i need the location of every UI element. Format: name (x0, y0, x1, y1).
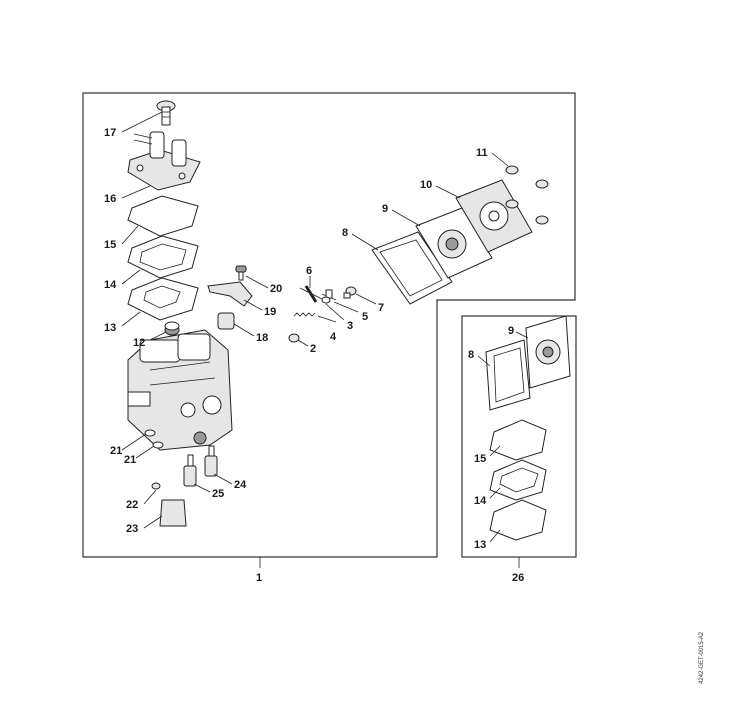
part-17-screw (156, 100, 176, 126)
callout-14: 14 (104, 279, 117, 291)
callout-12: 12 (133, 337, 145, 349)
part-20-screw (235, 265, 247, 281)
callout-19: 19 (264, 306, 276, 318)
leader-lines (121, 111, 529, 568)
document-code: 4242-GET-0015-A2 (699, 631, 705, 684)
part-13-gasket (127, 277, 199, 321)
part-22-washer (151, 482, 161, 490)
part-10-cover (455, 179, 533, 253)
callout-23: 23 (126, 523, 138, 535)
part-11-screws (505, 165, 549, 225)
callout-17: 17 (104, 127, 116, 139)
main-assembly-frame (82, 92, 576, 558)
part-12-spring (164, 321, 180, 336)
kit-part-14-diaphragm (489, 459, 547, 501)
kit-callout-13: 13 (474, 539, 486, 551)
part-15-gasket (127, 195, 199, 237)
kit-part-9-diaphragm (525, 315, 571, 389)
callout-18: 18 (256, 332, 268, 344)
callout-9: 9 (382, 203, 388, 215)
part-21-clips (144, 429, 164, 449)
part-25-adjust-screw (183, 454, 197, 487)
kit-callout-14: 14 (474, 495, 487, 507)
part-16-pump-cover (127, 131, 201, 191)
callout-7: 7 (378, 302, 384, 314)
callout-2: 2 (310, 343, 316, 355)
callout-5: 5 (362, 311, 368, 323)
callout-13: 13 (104, 322, 116, 334)
kit-callout-15: 15 (474, 453, 486, 465)
kit-part-8-gasket (485, 339, 531, 411)
carburetor-body (127, 329, 233, 451)
callout-8: 8 (342, 227, 348, 239)
part-23-cap (159, 499, 187, 527)
kit-callout-9: 9 (508, 325, 514, 337)
part-4-spring (293, 312, 316, 317)
part-24-adjust-screw (204, 445, 218, 477)
kit-part-13-gasket (489, 499, 547, 541)
callout-10: 10 (420, 179, 432, 191)
part-19-lever (207, 281, 253, 307)
part-8-gasket (371, 231, 453, 305)
callout-22: 22 (126, 499, 138, 511)
part-18-insert (217, 312, 235, 330)
callout-3: 3 (347, 320, 353, 332)
callout-15: 15 (104, 239, 116, 251)
callout-4: 4 (330, 331, 337, 343)
part-3-pin (299, 287, 331, 304)
part-2-plug (288, 333, 300, 343)
kit-part-15-gasket (489, 419, 547, 461)
part-9-diaphragm (415, 207, 493, 279)
callout-11: 11 (476, 147, 488, 159)
callout-21b: 21 (124, 454, 136, 466)
kit-label: 26 (512, 572, 524, 584)
callout-6: 6 (306, 265, 312, 277)
callout-24: 24 (234, 479, 247, 491)
main-assembly-label: 1 (256, 572, 262, 584)
callout-20: 20 (270, 283, 282, 295)
part-6-shaft (304, 285, 318, 303)
part-7-screw (343, 286, 357, 299)
part-14-diaphragm (127, 235, 199, 279)
callout-25: 25 (212, 488, 224, 500)
kit-callout-8: 8 (468, 349, 474, 361)
callout-21a: 21 (110, 445, 122, 457)
callout-16: 16 (104, 193, 116, 205)
